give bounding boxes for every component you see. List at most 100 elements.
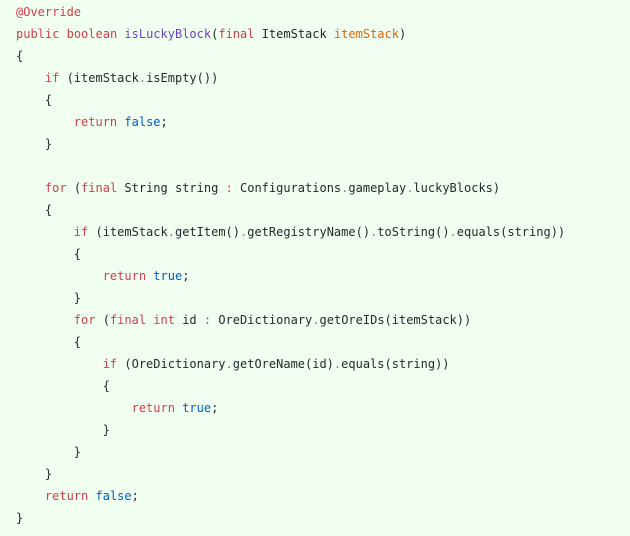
code-line: } <box>16 287 81 309</box>
code-line: } <box>16 133 52 155</box>
code-token-text <box>16 115 74 129</box>
code-token-text: Configurations <box>232 181 342 195</box>
code-token-keyword: final <box>218 27 255 41</box>
code-token-text: toString() <box>377 225 450 239</box>
code-token-text <box>88 489 95 503</box>
code-token-punct: } <box>16 511 24 525</box>
code-line: return false; <box>16 485 139 507</box>
code-token-punct: ; <box>160 115 168 129</box>
code-token-keyword: final <box>81 181 118 195</box>
code-token-text: getOreName(id) <box>232 357 334 371</box>
code-token-dot: . <box>449 225 457 239</box>
code-token-text <box>16 357 103 371</box>
code-line: return true; <box>16 397 219 419</box>
code-token-literal: true <box>153 269 183 283</box>
code-token-text <box>16 71 45 85</box>
code-token-keyword: int <box>153 313 175 327</box>
code-line: { <box>16 89 52 111</box>
code-line: { <box>16 45 23 67</box>
code-token-dot: . <box>240 225 248 239</box>
code-token-text: ItemStack <box>254 27 334 41</box>
code-token-dot: . <box>370 225 378 239</box>
code-token-text <box>16 489 45 503</box>
code-line: public boolean isLuckyBlock(final ItemSt… <box>16 23 406 45</box>
code-token-dot: . <box>167 225 175 239</box>
code-token-text: String string <box>117 181 226 195</box>
code-token-punct: { <box>16 203 53 217</box>
code-token-text: (itemStack <box>88 225 168 239</box>
code-line: for (final String string : Configuration… <box>16 177 500 199</box>
code-token-keyword: return <box>102 269 147 283</box>
code-line: if (itemStack.isEmpty()) <box>16 67 218 89</box>
code-token-punct: ; <box>182 269 190 283</box>
code-token-literal: false <box>124 115 161 129</box>
code-token-literal: false <box>95 489 132 503</box>
code-token-text: OreDictionary <box>211 313 313 327</box>
code-token-dot: . <box>406 181 414 195</box>
code-token-keyword: if <box>44 71 60 85</box>
code-line: } <box>16 463 52 485</box>
code-token-text <box>16 181 45 195</box>
code-token-text: (itemStack <box>59 71 139 85</box>
code-token-text <box>59 27 66 41</box>
code-line: { <box>16 375 110 397</box>
code-token-literal: true <box>182 401 212 415</box>
code-line: { <box>16 331 81 353</box>
code-token-keyword: public <box>16 27 60 41</box>
code-line: { <box>16 199 52 221</box>
code-token-punct: ) <box>398 27 407 41</box>
code-token-punct: { <box>16 49 24 63</box>
code-token-punct: } <box>16 445 82 459</box>
code-token-keyword: return <box>44 489 89 503</box>
code-token-punct: ; <box>211 401 219 415</box>
code-token-punct: ; <box>131 489 139 503</box>
code-token-text: getOreIDs(itemStack)) <box>319 313 472 327</box>
code-token-punct: { <box>16 93 53 107</box>
code-token-punct: ( <box>211 27 219 41</box>
code-token-text: isEmpty()) <box>146 71 219 85</box>
code-token-punct: } <box>16 291 82 305</box>
code-token-keyword: return <box>131 401 175 415</box>
code-token-dot: . <box>333 357 342 371</box>
code-token-text: ( <box>66 181 82 195</box>
code-token-punct: } <box>16 467 53 481</box>
code-token-param: itemStack <box>333 27 399 41</box>
code-line: { <box>16 243 81 265</box>
code-line: } <box>16 507 23 529</box>
code-line: if (itemStack.getItem().getRegistryName(… <box>16 221 565 243</box>
code-token-punct: { <box>16 335 82 349</box>
code-token-punct: { <box>16 379 110 393</box>
code-token-text: equals(string)) <box>341 357 450 371</box>
code-token-punct: { <box>16 247 82 261</box>
code-token-punct: } <box>16 137 53 151</box>
code-line: if (OreDictionary.getOreName(id).equals(… <box>16 353 450 375</box>
code-token-text: luckyBlocks) <box>413 181 501 195</box>
code-token-text: id <box>174 313 204 327</box>
code-token-keyword: if <box>73 225 89 239</box>
code-token-dot: . <box>312 313 320 327</box>
code-token-text <box>16 269 103 283</box>
code-line: } <box>16 419 110 441</box>
code-token-text: ( <box>95 313 110 327</box>
code-line: return false; <box>16 111 168 133</box>
code-line: } <box>16 441 81 463</box>
code-token-punct: } <box>16 423 110 437</box>
code-token-operator: : <box>225 181 233 195</box>
code-token-text: gameplay <box>348 181 407 195</box>
code-token-text: getRegistryName() <box>247 225 371 239</box>
code-token-dot: . <box>225 357 233 371</box>
code-token-text: (OreDictionary <box>117 357 226 371</box>
code-line: for (final int id : OreDictionary.getOre… <box>16 309 471 331</box>
code-token-operator: : <box>203 313 212 327</box>
code-line: return true; <box>16 265 190 287</box>
code-token-text <box>16 313 74 327</box>
code-token-keyword: final <box>109 313 147 327</box>
code-token-text: equals(string)) <box>456 225 566 239</box>
code-token-method: isLuckyBlock <box>124 27 212 41</box>
code-token-annotation: @Override <box>16 5 82 19</box>
code-token-text <box>16 401 132 415</box>
code-token-keyword: if <box>102 357 118 371</box>
code-token-dot: . <box>138 71 147 85</box>
code-token-keyword: for <box>73 313 96 327</box>
